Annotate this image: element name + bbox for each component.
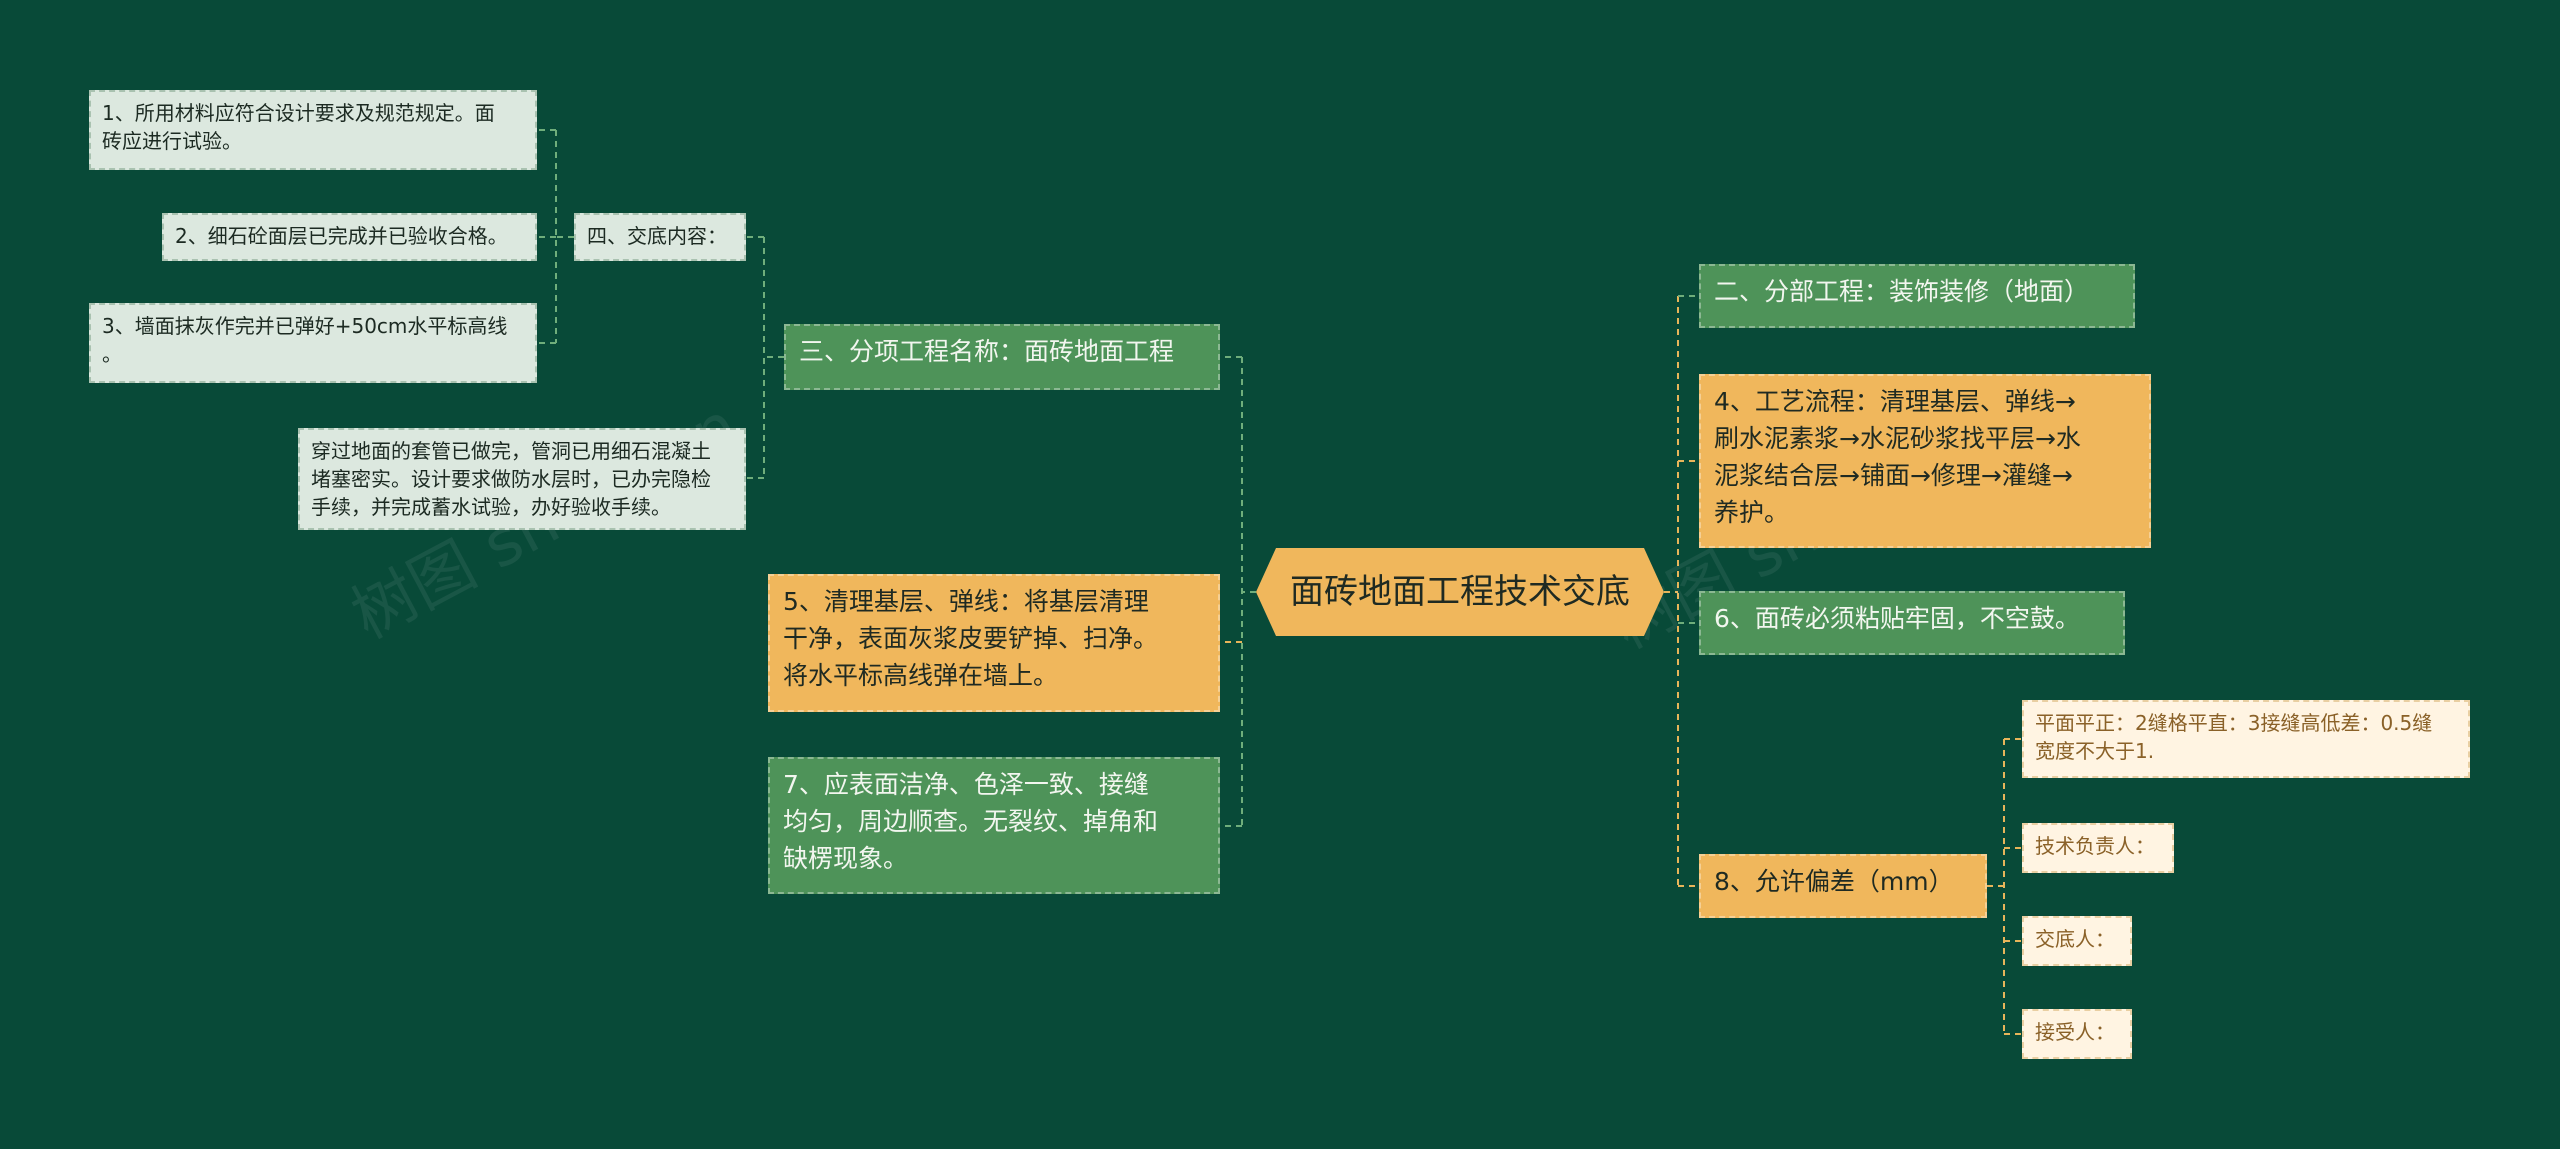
topic-item6-bonding[interactable]: 6、面砖必须粘贴牢固，不空鼓。 (1699, 591, 2125, 655)
sub-handover-person[interactable]: 交底人： (2022, 916, 2132, 966)
leaf-wall-plaster[interactable]: 3、墙面抹灰作完并已弹好+50cm水平标高线 。 (89, 303, 537, 383)
connector-item3-trunk (763, 237, 784, 478)
connector-item4-trunk (555, 130, 574, 343)
topic-item4-content[interactable]: 四、交底内容： (574, 213, 746, 261)
connector-item8-trunk (1987, 739, 2005, 1034)
sub-technical-lead[interactable]: 技术负责人： (2022, 823, 2174, 873)
sub-flatness[interactable]: 平面平正：2缝格平直：3接缝高低差：0.5缝 宽度不大于1. (2022, 700, 2470, 778)
sub-receiver[interactable]: 接受人： (2022, 1009, 2132, 1059)
leaf-materials[interactable]: 1、所用材料应符合设计要求及规范规定。面 砖应进行试验。 (89, 90, 537, 170)
topic-item7-surface[interactable]: 7、应表面洁净、色泽一致、接缝 均匀，周边顺查。无裂纹、掉角和 缺楞现象。 (768, 757, 1220, 894)
topic-item5-clean-base[interactable]: 5、清理基层、弹线：将基层清理 干净，表面灰浆皮要铲掉、扫净。 将水平标高线弹在… (768, 574, 1220, 712)
topic-item3-subproject[interactable]: 三、分项工程名称：面砖地面工程 (784, 324, 1220, 390)
connector-center-left (1241, 357, 1256, 826)
topic-item2-division[interactable]: 二、分部工程：装饰装修（地面） (1699, 264, 2135, 328)
central-topic[interactable]: 面砖地面工程技术交底 (1256, 548, 1664, 636)
leaf-fine-concrete[interactable]: 2、细石砼面层已完成并已验收合格。 (162, 213, 537, 261)
connector-center-right (1664, 296, 1679, 886)
topic-item8-tolerance[interactable]: 8、允许偏差（mm） (1699, 854, 1987, 918)
topic-item4-process[interactable]: 4、工艺流程：清理基层、弹线→ 刷水泥素浆→水泥砂浆找平层→水 泥浆结合层→铺面… (1699, 374, 2151, 548)
leaf-pipe-sleeve[interactable]: 穿过地面的套管已做完，管洞已用细石混凝土 堵塞密实。设计要求做防水层时，已办完隐… (298, 428, 746, 530)
